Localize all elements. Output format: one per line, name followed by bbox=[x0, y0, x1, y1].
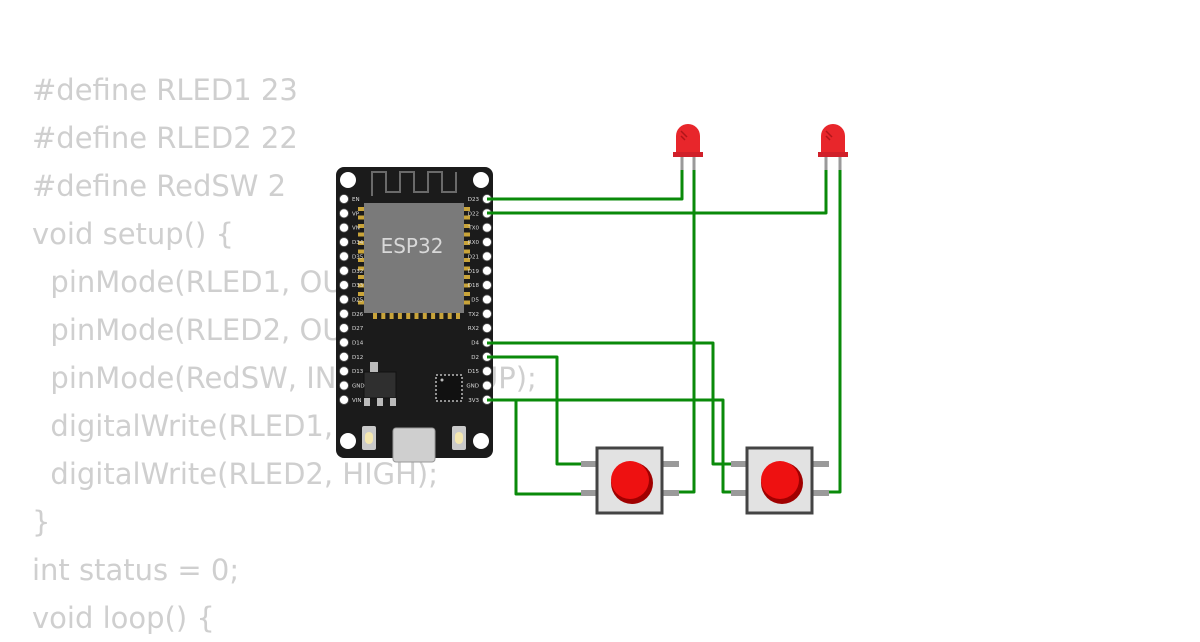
pin-en[interactable] bbox=[339, 194, 349, 204]
pin-label: VIN bbox=[352, 398, 362, 404]
pin-vn[interactable] bbox=[339, 222, 349, 233]
code-line: } bbox=[32, 505, 51, 539]
pin-label: D25 bbox=[352, 297, 364, 303]
pin-d26[interactable] bbox=[339, 308, 349, 319]
pin-rx0[interactable] bbox=[482, 237, 492, 247]
pin-d18[interactable] bbox=[482, 280, 492, 291]
code-line: digitalWrite(RLED2, HIGH); bbox=[32, 457, 439, 491]
pin-tx2[interactable] bbox=[482, 308, 492, 319]
pin-d15[interactable] bbox=[482, 366, 492, 377]
pin-label: D14 bbox=[352, 341, 364, 347]
wire-d22-led2 bbox=[487, 168, 828, 215]
pin-d13[interactable] bbox=[339, 366, 349, 377]
chip-pads bbox=[358, 207, 470, 319]
wire-led2-button2 bbox=[818, 168, 842, 494]
pin-d14[interactable] bbox=[339, 337, 349, 348]
pin-vp[interactable] bbox=[339, 208, 349, 219]
pin-d12[interactable] bbox=[339, 351, 349, 362]
pushbutton-2[interactable] bbox=[731, 446, 829, 515]
wire-d2-button1 bbox=[487, 355, 587, 466]
wire-gnd-button2 bbox=[487, 398, 738, 494]
wires bbox=[487, 168, 842, 496]
pin-label: D13 bbox=[352, 369, 364, 375]
pin-label: VP bbox=[352, 211, 360, 217]
pin-d27[interactable] bbox=[339, 323, 349, 334]
pin-d32[interactable] bbox=[339, 265, 349, 276]
pin-label: GND bbox=[466, 384, 479, 390]
usb-serial-chip bbox=[435, 374, 463, 402]
mounting-hole bbox=[340, 172, 489, 449]
boot-button[interactable] bbox=[452, 426, 466, 450]
pin-vin[interactable] bbox=[339, 394, 349, 405]
pin-d33[interactable] bbox=[339, 280, 349, 291]
pin-label: RX2 bbox=[468, 326, 479, 332]
pin-label: D2 bbox=[471, 355, 479, 361]
wire-d23-led1 bbox=[487, 168, 684, 201]
pin-label: D12 bbox=[352, 355, 363, 361]
code-line: #define RLED1 23 bbox=[32, 73, 298, 107]
pin-label: D34 bbox=[352, 240, 364, 246]
wire-led1-button1 bbox=[668, 168, 696, 494]
pin-tx0[interactable] bbox=[482, 222, 492, 233]
pin-label: VN bbox=[352, 226, 360, 232]
esp32-board[interactable]: ESP32 ENVPVND34D35D32D33D25D26D27D14D12D… bbox=[336, 167, 493, 463]
pin-d21[interactable] bbox=[482, 251, 492, 262]
pushbutton-1[interactable] bbox=[581, 446, 679, 515]
pin-d34[interactable] bbox=[339, 237, 349, 247]
pin-label: D15 bbox=[468, 369, 480, 375]
pin-d5[interactable] bbox=[482, 294, 492, 305]
pin-label: TX0 bbox=[467, 226, 479, 232]
code-line: void setup() { bbox=[32, 217, 234, 251]
pin-d19[interactable] bbox=[482, 265, 492, 276]
pin-label: D4 bbox=[471, 341, 479, 347]
pin-label: D26 bbox=[352, 312, 364, 318]
board-label: ESP32 bbox=[381, 234, 444, 258]
pin-label: D33 bbox=[352, 283, 364, 289]
red-led-1[interactable] bbox=[673, 124, 703, 170]
wire-3v3-button1 bbox=[487, 398, 587, 496]
code-line: #define RLED2 22 bbox=[32, 121, 298, 155]
voltage-regulator bbox=[363, 362, 397, 406]
pin-label: 3V3 bbox=[468, 398, 479, 404]
pin-label: D32 bbox=[352, 269, 363, 275]
pin-label: D27 bbox=[352, 326, 364, 332]
pin-label: D18 bbox=[468, 283, 480, 289]
pin-label: TX2 bbox=[467, 312, 479, 318]
pin-d25[interactable] bbox=[339, 294, 349, 305]
en-button[interactable] bbox=[362, 426, 376, 450]
wire-d4-button2 bbox=[487, 341, 738, 466]
pin-label: D22 bbox=[468, 211, 479, 217]
red-led-2[interactable] bbox=[818, 124, 848, 170]
pin-label: D23 bbox=[468, 197, 480, 203]
antenna-trace bbox=[371, 171, 457, 196]
pin-label: GND bbox=[352, 384, 365, 390]
code-line: #define RedSW 2 bbox=[32, 169, 287, 203]
code-line: int status = 0; bbox=[32, 553, 240, 587]
pin-gnd[interactable] bbox=[482, 380, 492, 391]
pin-label: EN bbox=[352, 197, 360, 203]
esp32-module bbox=[364, 203, 464, 313]
pin-rx2[interactable] bbox=[482, 323, 492, 334]
pin-label: D5 bbox=[471, 297, 479, 303]
pin-gnd[interactable] bbox=[339, 380, 349, 391]
pin-label: D21 bbox=[468, 254, 479, 260]
pin-label: D19 bbox=[468, 269, 480, 275]
pin-d35[interactable] bbox=[339, 251, 349, 262]
code-line: void loop() { bbox=[32, 601, 215, 635]
pin-label: RX0 bbox=[468, 240, 480, 246]
usb-connector bbox=[392, 427, 436, 463]
pin-label: D35 bbox=[352, 254, 364, 260]
